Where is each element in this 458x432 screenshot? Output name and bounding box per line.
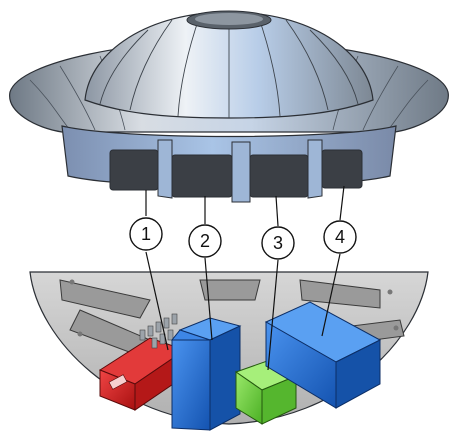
callout-4: 4 <box>324 221 356 253</box>
opening-2 <box>172 155 232 197</box>
opening-1 <box>110 150 158 190</box>
top-vent-inner <box>195 13 263 25</box>
callout-2: 2 <box>189 225 221 257</box>
upper-shell <box>10 11 449 202</box>
opening-3 <box>250 155 308 197</box>
leader-3-up <box>276 196 278 226</box>
blue-box-module <box>172 318 240 430</box>
callout-markers: 1 2 3 4 <box>130 218 356 259</box>
callout-2-label: 2 <box>200 231 210 251</box>
callout-1-label: 1 <box>141 224 151 244</box>
opening-4 <box>322 150 362 188</box>
callout-1: 1 <box>130 218 162 250</box>
base-assembly <box>30 272 428 430</box>
callout-3-label: 3 <box>273 233 283 253</box>
leader-4-up <box>340 186 344 220</box>
callout-4-label: 4 <box>335 227 345 247</box>
callout-3: 3 <box>262 227 294 259</box>
